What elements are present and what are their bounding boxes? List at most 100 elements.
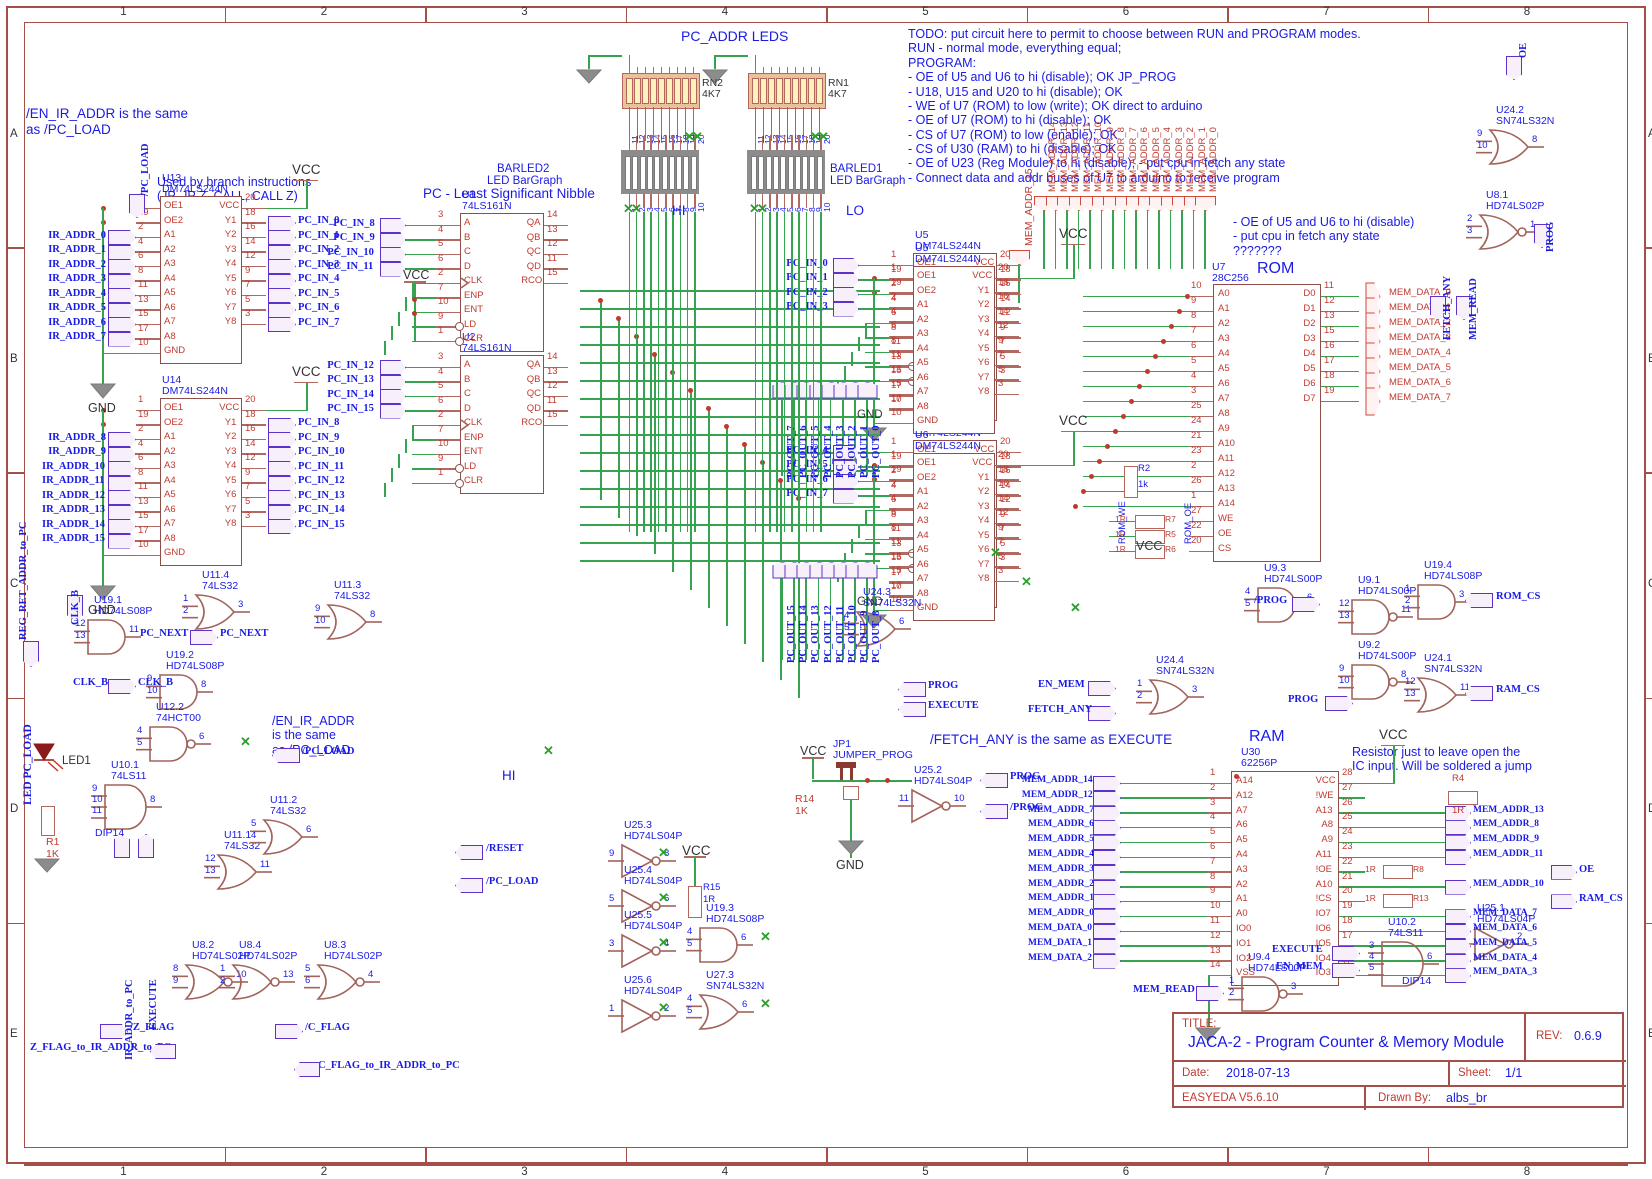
pin-wire: [889, 380, 913, 383]
frame-divider: [1427, 1148, 1429, 1164]
port-MEM_ADDR_6[interactable]: [1093, 820, 1121, 836]
pin-wire: [436, 239, 460, 241]
gate-part-U19.4: HD74LS08P: [1424, 570, 1483, 582]
port-MEM_DATA_7[interactable]: [1445, 909, 1471, 925]
port-FETCH_ANY[interactable]: [1088, 706, 1116, 721]
port-Z_FLAG_to[interactable]: [150, 1044, 176, 1059]
port-PC_IN_7[interactable]: [268, 317, 296, 332]
port-MEM_ADDR_0[interactable]: [1195, 196, 1216, 211]
tool-value: EASYEDA V5.6.10: [1182, 1092, 1279, 1104]
port-MEM_ADDR_7[interactable]: [1093, 805, 1121, 821]
port-MEM_ADDR_9[interactable]: [1445, 835, 1471, 851]
port-IR_ADDR_15[interactable]: [108, 533, 136, 549]
port-EXECUTE-2[interactable]: [898, 702, 926, 717]
port-PC_IN_3[interactable]: [833, 301, 859, 317]
note-fetch-any: /FETCH_ANY is the same as EXECUTE: [930, 732, 1173, 747]
port-RAM_CS-2[interactable]: [1465, 686, 1493, 701]
port-MEM_DATA_2[interactable]: [1093, 953, 1121, 969]
port-MEM_ADDR_3[interactable]: [1093, 864, 1121, 880]
port-nPROG-2[interactable]: [1292, 597, 1320, 612]
port-PROG[interactable]: [980, 773, 1008, 788]
pin-num-U6-11: 11: [891, 523, 901, 534]
port-PROG-3[interactable]: [1325, 696, 1353, 711]
port-MEM_ADDR_11[interactable]: [1445, 850, 1471, 865]
port-MEM_ADDR_2[interactable]: [1093, 879, 1121, 895]
pin-num-U14-16: 16: [245, 423, 256, 434]
port-ROM_CS[interactable]: [1465, 593, 1493, 608]
gate-pin-U8.2-10: 10: [236, 969, 247, 980]
net-label-MEM_READ-2: MEM_READ: [1468, 278, 1479, 340]
port-PC_IN_11[interactable]: [380, 261, 406, 277]
port-C_FLAG[interactable]: [275, 1024, 303, 1039]
pin-wire: [889, 306, 913, 309]
port-C_FLAG_to[interactable]: [294, 1062, 320, 1077]
port-EN_MEM-2[interactable]: [1332, 963, 1360, 978]
port-MEM_ADDR_8[interactable]: [1445, 820, 1471, 836]
pin-num-U6-5: 5: [1000, 537, 1006, 549]
vcc-wire: [306, 179, 308, 208]
gnd-wire: [102, 352, 136, 355]
port-PC_LOAD-3[interactable]: [272, 748, 300, 763]
port-MEM_ADDR_1[interactable]: [1093, 894, 1121, 910]
port-PC_IN_7[interactable]: [833, 488, 859, 504]
pin-name-U5-Y1: Y1: [977, 284, 990, 296]
port-RAM_CS[interactable]: [1551, 894, 1577, 910]
pin-num-U6-1: 1: [891, 436, 897, 447]
port-EN_MEM[interactable]: [1088, 681, 1116, 696]
port-PC_IN_15[interactable]: [268, 519, 296, 534]
port-RESET[interactable]: [455, 845, 483, 860]
pin-wire: [679, 194, 682, 208]
pin-wire: [995, 379, 1019, 381]
port-CLK_B[interactable]: [108, 679, 136, 694]
vcc-symbol-label: VCC: [1379, 726, 1408, 742]
port-MEM_ADDR_0[interactable]: [1093, 909, 1121, 925]
pin-num-U6-18: 18: [1000, 450, 1011, 462]
port-MEM_ADDR_15[interactable]: [1009, 250, 1030, 265]
port-PC_NEXT[interactable]: [190, 630, 218, 645]
port-MEM_ADDR_14[interactable]: [1093, 776, 1121, 791]
no-connect-marker: ✕: [749, 201, 760, 216]
no-connect-marker: ✕: [684, 129, 695, 144]
ram-addr-wire: [1119, 826, 1208, 829]
net-label-IR_ADDR_1: IR_ADDR_1: [48, 244, 106, 255]
barled-pin-10: 10: [695, 202, 706, 212]
port-MEM_ADDR_10[interactable]: [1445, 879, 1471, 895]
port-PC_LOAD-2[interactable]: [455, 878, 483, 893]
gate-shape-U8.3: [304, 964, 380, 1000]
resistor-element: [650, 78, 657, 104]
port-PC_IN_15[interactable]: [380, 403, 406, 419]
port-nPROG[interactable]: [980, 804, 1008, 819]
ctrl-wire: [412, 340, 436, 343]
net-label-PC_LOAD-3: /PC_LOAD: [302, 746, 355, 757]
pin-wire: [436, 282, 460, 285]
port-MEM_DATA_3[interactable]: [1445, 968, 1471, 984]
junction-dot: [616, 316, 621, 321]
pin-wire: [1189, 505, 1213, 508]
port-PROG-2[interactable]: [898, 682, 926, 697]
port-MEM_ADDR_12[interactable]: [1093, 790, 1121, 806]
resistor-element: [792, 78, 799, 104]
port-MEM_DATA_4[interactable]: [1445, 953, 1471, 969]
pin-name-U6-OE2: OE2: [917, 471, 937, 483]
col-label-top: 3: [521, 6, 528, 18]
port-OE[interactable]: [1551, 864, 1577, 880]
port-MEM_ADDR_13[interactable]: [1445, 805, 1471, 821]
port-MEM_DATA_6[interactable]: [1445, 924, 1471, 939]
port-IR_ADDR_7[interactable]: [108, 331, 136, 347]
rom-addr-wire: [1083, 355, 1189, 358]
port-MEM_DATA_0[interactable]: [1093, 924, 1121, 939]
led-segment: [765, 156, 772, 190]
led-net-wire: [672, 212, 674, 532]
port-MEM_ADDR_5[interactable]: [1093, 835, 1121, 851]
port-MEM_READ[interactable]: [1196, 986, 1224, 1001]
pin-num-U5-4: 4: [891, 292, 897, 304]
port-Z_FLAG[interactable]: [100, 1024, 128, 1039]
gate-pin-U12.2-6: 6: [199, 731, 205, 742]
port-MEM_DATA_1[interactable]: [1093, 938, 1121, 954]
port-EXECUTE-3[interactable]: [1332, 946, 1360, 961]
pin-wire: [1208, 841, 1231, 844]
port-MEM_ADDR_4[interactable]: [1093, 850, 1121, 865]
port-MEM_DATA_5[interactable]: [1445, 938, 1471, 954]
junction-dot: [1153, 353, 1158, 359]
gnd-symbol: [33, 858, 61, 873]
